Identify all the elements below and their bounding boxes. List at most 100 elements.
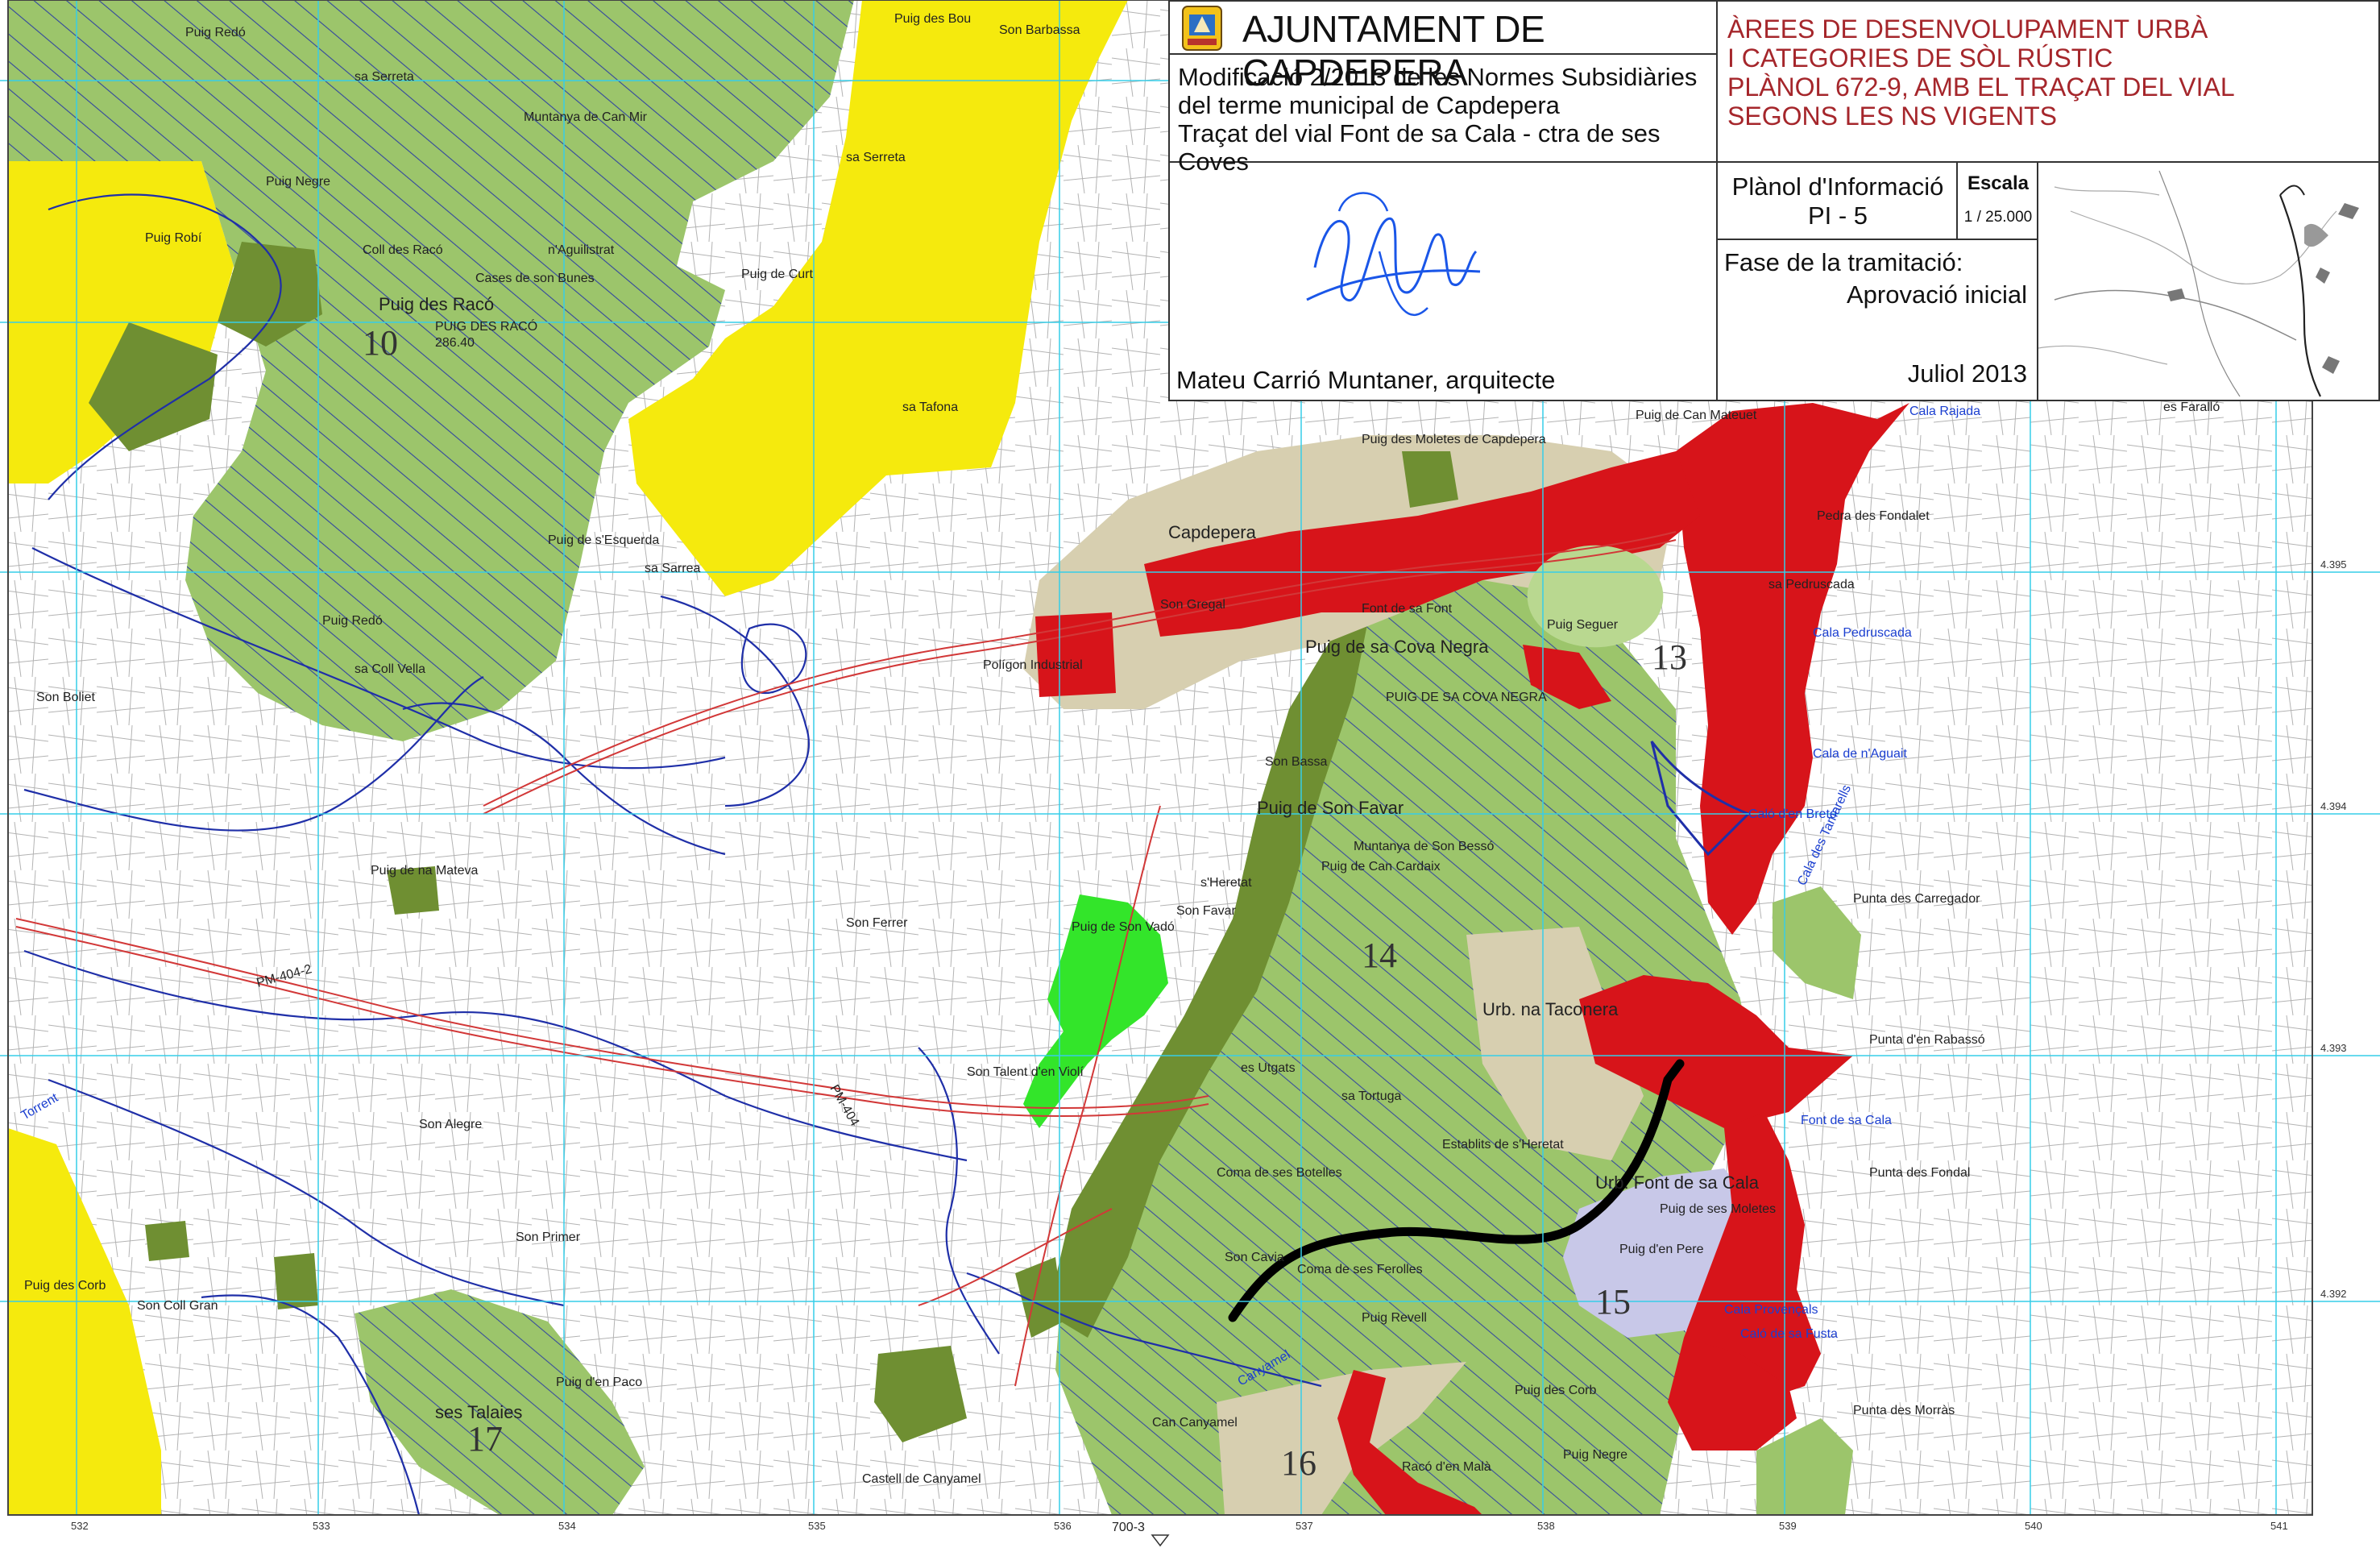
place-label: 286.40	[435, 336, 475, 350]
place-label: ses Talaies	[435, 1402, 522, 1422]
place-label: Urb. na Taconera	[1482, 999, 1619, 1019]
sector-number-10: 10	[363, 323, 398, 363]
forest-patch-south	[1015, 1257, 1064, 1338]
place-label: Puig d'en Pere	[1619, 1243, 1704, 1256]
place-label: Puig Revell	[1362, 1311, 1427, 1325]
authority-title: AJUNTAMENT DE CAPDEPERA	[1242, 8, 1545, 93]
grid-x-labels: 532 533 534 535 536 537 538 539 540 541	[71, 1520, 2288, 1532]
phase-label: Fase de la tramitació:	[1724, 248, 1963, 276]
place-label: Puig de Can Mateuet	[1636, 409, 1757, 422]
urban-area-provencals	[1668, 1338, 1797, 1450]
coast-label: Cala Pedruscada	[1813, 626, 1912, 640]
place-label: es Utgats	[1241, 1061, 1296, 1075]
plan-id-cell: Plànol d'Informació PI - 5	[1718, 163, 1958, 240]
place-label: Son Boliet	[36, 691, 95, 704]
place-label: Son Alegre	[419, 1118, 482, 1131]
coast-label: Font de sa Cala	[1801, 1114, 1892, 1127]
place-label: Puig de sa Cova Negra	[1305, 637, 1489, 657]
grid-x-label: 539	[1779, 1520, 1797, 1532]
place-label: Puig d'en Paco	[556, 1376, 642, 1389]
beige-area-south	[1217, 1362, 1466, 1515]
place-label: Puig des Racó	[379, 294, 494, 314]
hatch-seguer-circle	[1527, 545, 1664, 648]
scale-cell: Escala 1 / 25.000	[1958, 163, 2038, 240]
forest-strip-central	[1047, 612, 1370, 1338]
place-label: Son Primer	[516, 1231, 581, 1244]
place-labels: Puig Redó Puig des Bou Son Barbassa sa S…	[19, 12, 2220, 1486]
place-label: Son Barbassa	[999, 23, 1080, 37]
grid-x-label: 532	[71, 1520, 89, 1532]
place-label: Puig de Son Vadó	[1072, 920, 1175, 934]
coast-label: Caló de sa Fusta	[1740, 1327, 1838, 1341]
coast-label: Caló d'en Bretó	[1748, 807, 1837, 821]
grid-x-label: 535	[808, 1520, 826, 1532]
place-label: Puig Redó	[322, 614, 383, 628]
date: Juliol 2013	[1907, 359, 2027, 388]
place-label: Racó d'en Malà	[1402, 1460, 1491, 1474]
hatch-moleta	[1402, 451, 1458, 508]
coastal-green-morras	[1756, 1418, 1853, 1515]
place-label: Son Ferrer	[846, 916, 908, 930]
place-label: Puig Negre	[266, 175, 330, 189]
signature-icon	[1306, 192, 1481, 316]
coast-label: Cala Rajada	[1909, 405, 1980, 418]
place-label: Son Favar	[1176, 904, 1236, 918]
place-label: Puig de ses Moletes	[1660, 1202, 1776, 1216]
phase-cell: Fase de la tramitació: Aprovació inicial…	[1718, 240, 2038, 401]
coastal-green-carregador	[1773, 886, 1861, 999]
place-label: sa Serreta	[355, 70, 414, 84]
yellow-area-north	[628, 0, 1128, 596]
modification-cell: Modificació 2/2013 de les Normes Subsidi…	[1170, 55, 1718, 176]
place-label: Punta des Carregador	[1853, 892, 1980, 906]
place-label: Son Bassa	[1265, 755, 1327, 769]
place-label: Muntanya de Son Bessó	[1354, 840, 1494, 853]
place-label: Puig de Curt	[741, 268, 813, 281]
grid-x-label: 533	[313, 1520, 330, 1532]
place-label: Puig des Corb	[1515, 1384, 1596, 1397]
place-label: Punta des Morràs	[1853, 1404, 1955, 1417]
main-roads	[15, 531, 1677, 1387]
sector-numbers: 10 13 14 15 16 17	[363, 323, 1687, 1483]
place-label: Punta d'en Rabassó	[1869, 1033, 1985, 1047]
forest-patch-robi	[89, 322, 218, 451]
urban-area-raco-mala	[1337, 1370, 1482, 1515]
modification-line-3: Traçat del vial Font de sa Cala - ctra d…	[1178, 119, 1661, 176]
place-label: Puig des Moletes de Capdepera	[1362, 433, 1546, 446]
grid-y-label: 4.395	[2320, 558, 2347, 571]
place-label: Coma de ses Botelles	[1217, 1166, 1342, 1180]
place-label: Muntanya de Can Mir	[524, 110, 648, 124]
place-label: sa Serreta	[846, 151, 906, 164]
grid-y-labels: 4.395 4.394 4.393 4.392	[2320, 558, 2347, 1300]
map-title-line-2: I CATEGORIES DE SÒL RÚSTIC	[1727, 44, 2113, 73]
sector-number-13: 13	[1652, 637, 1687, 677]
map-title-line-3: PLÀNOL 672-9, AMB EL TRAÇAT DEL VIAL	[1727, 73, 2235, 102]
place-label: Puig Redó	[185, 26, 246, 39]
title-block: AJUNTAMENT DE CAPDEPERA ÀREES DE DESENVO…	[1168, 0, 2380, 401]
locator-map-cell	[2038, 163, 2380, 401]
place-label: n'Aguilistrat	[548, 243, 615, 257]
map-title-cell: ÀREES DE DESENVOLUPAMENT URBÀ I CATEGORI…	[1718, 2, 2380, 163]
place-label: Establits de s'Heretat	[1442, 1138, 1564, 1152]
place-label: Puig de s'Esquerda	[548, 533, 659, 547]
place-label: sa Tafona	[902, 400, 958, 414]
yellow-area-southwest	[8, 1128, 161, 1515]
map-title-line-1: ÀREES DE DESENVOLUPAMENT URBÀ	[1727, 15, 2208, 44]
phase-value: Aprovació inicial	[1847, 280, 2027, 309]
grid-x-label: 538	[1537, 1520, 1555, 1532]
authority-cell: AJUNTAMENT DE CAPDEPERA	[1170, 2, 1718, 93]
place-label: sa Tortuga	[1341, 1089, 1402, 1103]
place-label: Capdepera	[1168, 522, 1257, 542]
place-label: Castell de Canyamel	[862, 1472, 981, 1486]
place-label: sa Sarrea	[645, 562, 700, 575]
urban-area-poligon	[1035, 612, 1116, 697]
new-road-trace	[1228, 1059, 1685, 1322]
coat-of-arms-icon	[1182, 6, 1222, 51]
forest-patch-sw	[145, 1221, 318, 1309]
place-label: Puig Robí	[145, 231, 202, 245]
place-label: Pedra des Fondalet	[1817, 509, 1930, 523]
grid-y-label: 4.394	[2320, 800, 2347, 812]
urban-area-seguer	[1523, 645, 1611, 709]
place-label: Puig des Corb	[24, 1279, 106, 1293]
place-label: Puig de Can Cardaix	[1321, 860, 1441, 874]
place-label: s'Heretat	[1200, 876, 1252, 890]
